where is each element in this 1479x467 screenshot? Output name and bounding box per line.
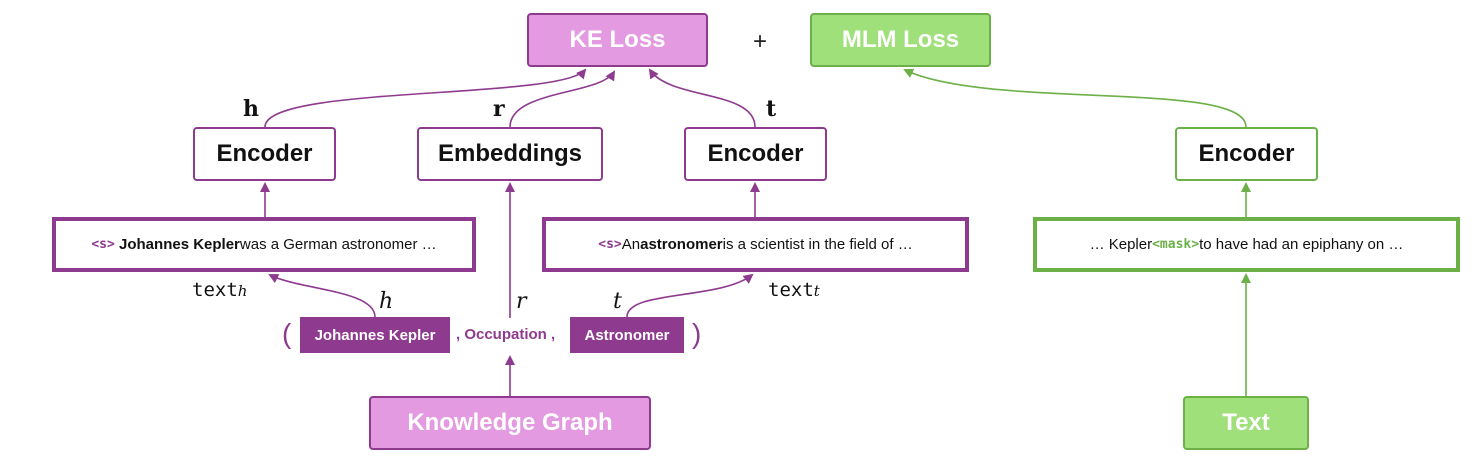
mask-token: <mask> [1152,237,1200,252]
mlm-encoder-box: Encoder [1175,127,1318,181]
arrow-embeddings-to-ke-loss [509,70,616,128]
start-token: <s> [91,237,115,252]
ke-loss-box: KE Loss [527,13,708,67]
tail-description-rest: is a scientist in the field of … [722,236,913,253]
relation-embedding-label: r [493,96,505,122]
mlm-input-text: … Kepler <mask> to have had an epiphany … [1033,217,1460,272]
embeddings-box: Embeddings [417,127,603,181]
head-embedding-label: h [243,96,259,122]
mlm-loss-box: MLM Loss [810,13,991,67]
mlm-text-lead: … Kepler [1089,236,1153,253]
head-description-text: <s> Johannes Kepler was a German astrono… [52,217,476,272]
head-entity-box: Johannes Kepler [300,317,450,353]
arrow-head-encoder-to-ke-loss [264,68,587,128]
arrow-tail-encoder-to-ke-loss [648,68,756,128]
arrow-head-entity-to-text [268,274,376,318]
head-description-rest: was a German astronomer … [239,236,437,253]
arrow-tail-entity-to-text [626,273,754,318]
mlm-text-rest: to have had an epiphany on … [1199,236,1404,253]
triple-t-label: t [613,289,622,314]
start-token: <s> [598,237,622,252]
tail-encoder-box: Encoder [684,127,827,181]
triple-close-paren: ) [692,318,702,349]
text-h-label: texth [192,279,248,301]
tail-description-lead: An [621,236,641,253]
triple-h-label: h [379,289,394,314]
knowledge-graph-box: Knowledge Graph [369,396,651,450]
tail-entity-box: Astronomer [570,317,684,353]
tail-entity-mention: astronomer [640,236,723,253]
text-t-label: textt [768,279,820,301]
text-source-box: Text [1183,396,1309,450]
arrow-mlm-encoder-to-mlm-loss [903,68,1247,128]
head-encoder-box: Encoder [193,127,336,181]
relation-label: , Occupation , [456,326,556,343]
triple-open-paren: ( [282,318,292,349]
plus-sign: + [752,28,767,55]
tail-description-text: <s> An astronomer is a scientist in the … [542,217,969,272]
tail-embedding-label: t [766,96,777,122]
triple-r-label: r [516,289,527,314]
head-entity-mention: Johannes Kepler [119,236,240,253]
